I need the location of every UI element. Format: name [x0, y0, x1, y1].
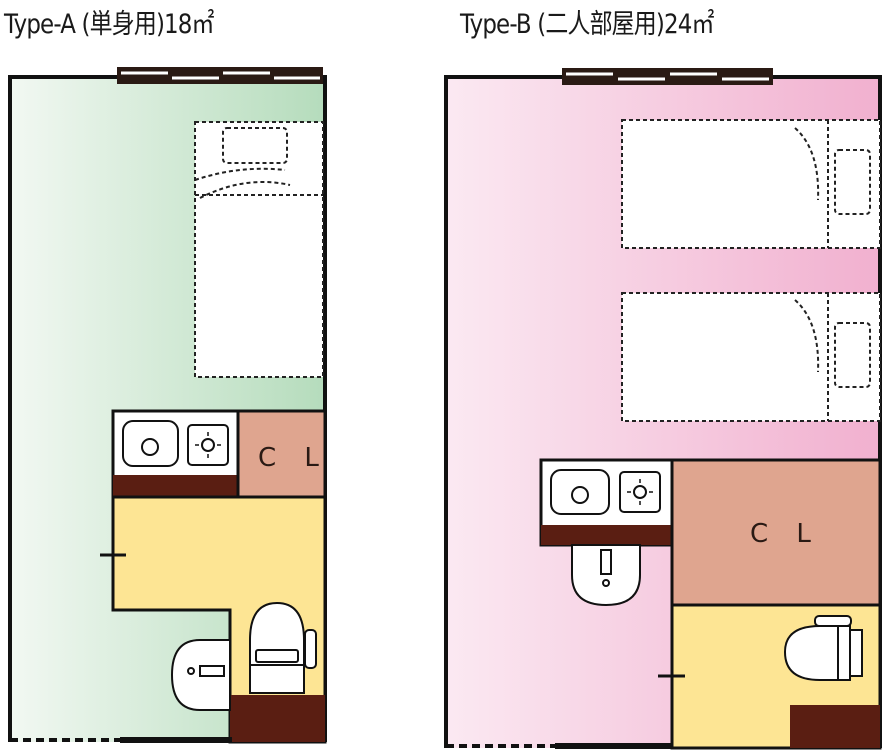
bed-b-2 [621, 292, 881, 422]
stove-icon [619, 471, 661, 513]
kitchen-b [539, 458, 674, 547]
washbasin-b-icon [571, 544, 641, 607]
plan-type-a: C L [8, 67, 329, 744]
toilet-b-icon [783, 615, 863, 681]
closet-b-label: C L [750, 519, 821, 549]
plan-type-b: C L [444, 68, 882, 750]
plan-b-title: Type-B (二人部屋用)24㎡ [460, 9, 714, 40]
bed-b-1 [621, 119, 881, 249]
closet-b [670, 458, 882, 607]
stove-icon [187, 424, 229, 466]
toilet-a-icon [249, 601, 317, 694]
sink-icon [550, 469, 610, 515]
window-b [562, 68, 773, 85]
kitchen-a [111, 409, 240, 499]
washbasin-a-icon [170, 639, 231, 711]
sink-icon [122, 420, 179, 467]
closet-a [236, 409, 327, 499]
bed-a [194, 121, 324, 378]
closet-a-label: C L [258, 443, 329, 473]
window-a [117, 67, 323, 84]
plan-a-title: Type-A (単身用)18㎡ [4, 9, 215, 40]
